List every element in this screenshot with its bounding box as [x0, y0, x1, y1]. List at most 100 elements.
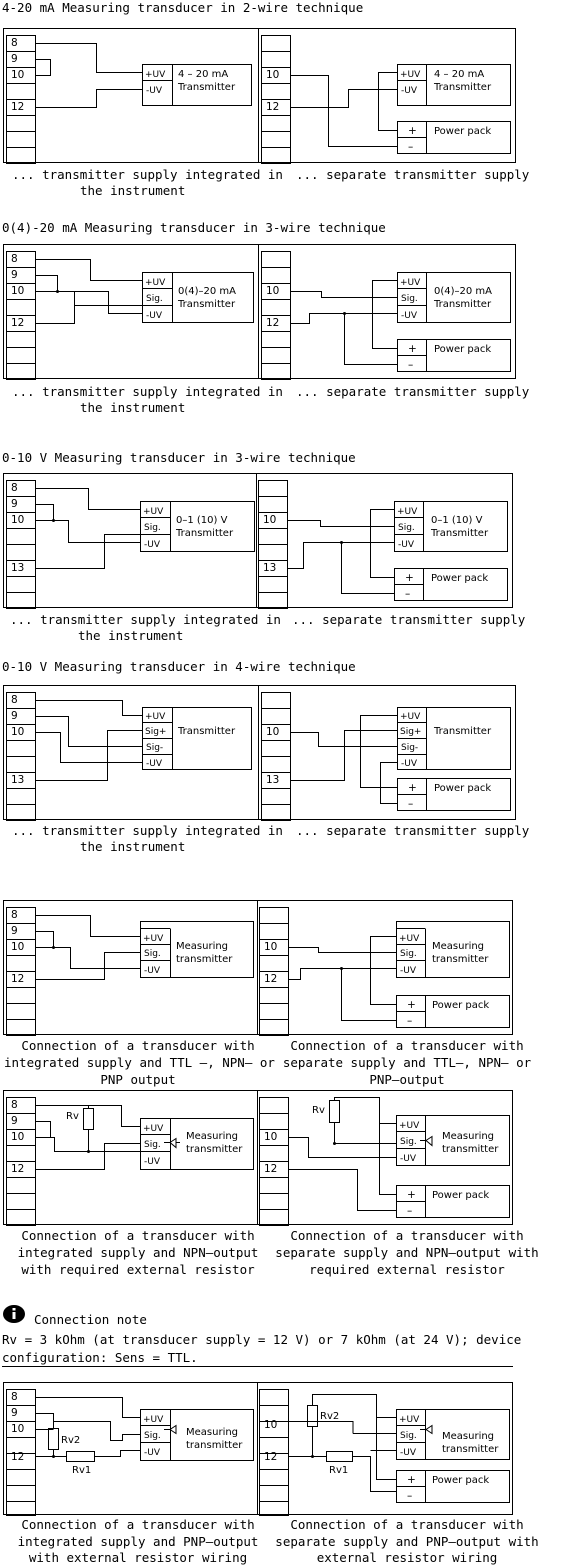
caption-left: ... transmitter supply integrated in	[10, 612, 281, 627]
terminal-label: 12	[264, 1451, 277, 1463]
pin-label: +UV	[145, 70, 166, 80]
device-label: transmitter	[186, 1144, 243, 1155]
device-label: 4 – 20 mA	[434, 69, 484, 80]
pin-label: Sig-	[146, 743, 163, 753]
caption-pnp-right-2: separate supply and PNP–output with	[275, 1534, 539, 1549]
power-minus: –	[408, 359, 413, 371]
caption-left: ... transmitter supply integrated in	[12, 823, 283, 838]
pin-label: +UV	[143, 1415, 164, 1425]
info-icon	[3, 1305, 25, 1323]
resistor-label: Rv1	[72, 1465, 91, 1476]
terminal-label: 10	[11, 285, 24, 297]
pin-label: -UV	[144, 1448, 161, 1458]
wiring-diagram-4wire-v: 8 9 10 13 +UV Sig+ Sig- -UV Transmitter …	[3, 685, 516, 821]
pin-label: -UV	[400, 966, 417, 976]
pin-label: +UV	[397, 507, 418, 517]
power-plus: +	[407, 1474, 416, 1486]
terminal-label: 12	[11, 973, 24, 985]
caption-left-2: the instrument	[80, 839, 186, 854]
terminal-label: 12	[11, 1163, 24, 1175]
pin-label: -UV	[401, 311, 418, 321]
power-plus: +	[408, 125, 417, 137]
resistor-label: Rv1	[329, 1465, 348, 1476]
device-label: transmitter	[432, 954, 489, 965]
pin-label: -UV	[398, 540, 415, 550]
pin-label: +UV	[399, 1121, 420, 1131]
caption-pnp-left-1: Connection of a transducer with	[21, 1517, 255, 1532]
power-minus: –	[407, 1205, 412, 1217]
pin-label: Sig.	[144, 949, 161, 959]
section-title-3wire-ma: 0(4)-20 mA Measuring transducer in 3-wir…	[2, 220, 386, 235]
pin-label: +UV	[400, 278, 421, 288]
pin-label: Sig.	[144, 1431, 161, 1441]
terminal-label: 10	[264, 941, 277, 953]
pin-label: +UV	[143, 934, 164, 944]
power-pack-label: Power pack	[432, 1475, 489, 1486]
pin-label: -UV	[146, 759, 163, 769]
terminal-label: 8	[11, 1391, 18, 1403]
device-label: Transmitter	[430, 528, 489, 539]
power-minus: –	[408, 141, 413, 153]
terminal-label: 10	[266, 69, 279, 81]
pin-label: -UV	[400, 1154, 417, 1164]
terminal-label: 9	[11, 1407, 18, 1419]
caption-left-2: the instrument	[78, 628, 184, 643]
device-label: 0–1 (10) V	[176, 515, 228, 526]
device-label: transmitter	[442, 1444, 499, 1455]
terminal-label: 10	[263, 514, 276, 526]
caption-ttl-right-3: PNP–output	[369, 1072, 445, 1087]
power-pack-label: Power pack	[434, 783, 491, 794]
power-pack-label: Power pack	[434, 344, 491, 355]
note-line-2: configuration: Sens = TTL.	[2, 1350, 198, 1365]
terminal-label: 9	[11, 1115, 18, 1127]
pin-label: Sig.	[146, 294, 163, 304]
terminal-label: 10	[11, 514, 24, 526]
device-label: Transmitter	[433, 82, 492, 93]
device-label: transmitter	[442, 1144, 499, 1155]
terminal-label: 10	[11, 1423, 24, 1435]
device-label: Transmitter	[175, 528, 234, 539]
power-plus: +	[405, 572, 414, 584]
pin-label: Sig+	[145, 727, 166, 737]
pin-label: +UV	[399, 934, 420, 944]
caption-right: ... separate transmitter supply	[296, 167, 530, 182]
device-label: 0(4)–20 mA	[178, 286, 236, 297]
resistor-label: Rv	[66, 1111, 79, 1122]
caption-left: ... transmitter supply integrated in	[12, 384, 283, 399]
power-minus: –	[408, 798, 413, 810]
terminal-label: 9	[11, 498, 18, 510]
caption-left-2: the instrument	[80, 400, 186, 415]
caption-ttl-left-3: PNP output	[100, 1072, 176, 1087]
caption-pnp-right-1: Connection of a transducer with	[290, 1517, 524, 1532]
wiring-diagram-pnp: 8 9 10 12 Rv2 Rv1 +UV Sig. -UV Measuring…	[3, 1382, 513, 1516]
resistor-label: Rv2	[61, 1435, 80, 1446]
caption-ttl-right-1: Connection of a transducer with	[290, 1038, 524, 1053]
terminal-label: 12	[11, 317, 24, 329]
device-label: Measuring	[186, 1131, 238, 1142]
terminal-label: 10	[264, 1419, 277, 1431]
section-title-3wire-v: 0-10 V Measuring transducer in 3-wire te…	[2, 450, 356, 465]
power-minus: –	[405, 588, 410, 600]
power-plus: +	[408, 343, 417, 355]
terminal-label: 13	[11, 562, 24, 574]
pin-label: +UV	[400, 712, 421, 722]
caption-ttl-right-2: separate supply and TTL–, NPN– or	[282, 1055, 532, 1070]
caption-npn-right-3: required external resistor	[309, 1262, 505, 1277]
device-label: 4 – 20 mA	[178, 69, 228, 80]
pin-label: -UV	[146, 86, 163, 96]
pin-label: +UV	[400, 70, 421, 80]
terminal-label: 8	[11, 909, 18, 921]
section-title-2wire: 4-20 mA Measuring transducer in 2-wire t…	[2, 0, 364, 15]
terminal-label: 9	[11, 269, 18, 281]
caption-npn-left-3: with required external resistor	[21, 1262, 255, 1277]
pin-label: Sig.	[398, 523, 415, 533]
terminal-label: 13	[11, 774, 24, 786]
pin-label: Sig.	[144, 1140, 161, 1150]
device-label: Measuring	[432, 941, 484, 952]
wiring-diagram-2wire: 8 9 10 12 +UV -UV 4 – 20 mA Transmitter …	[3, 28, 516, 164]
section-title-4wire-v: 0-10 V Measuring transducer in 4-wire te…	[2, 659, 356, 674]
pin-label: +UV	[145, 278, 166, 288]
terminal-label: 9	[11, 710, 18, 722]
terminal-label: 10	[11, 1131, 24, 1143]
note-title: Connection note	[34, 1312, 147, 1327]
